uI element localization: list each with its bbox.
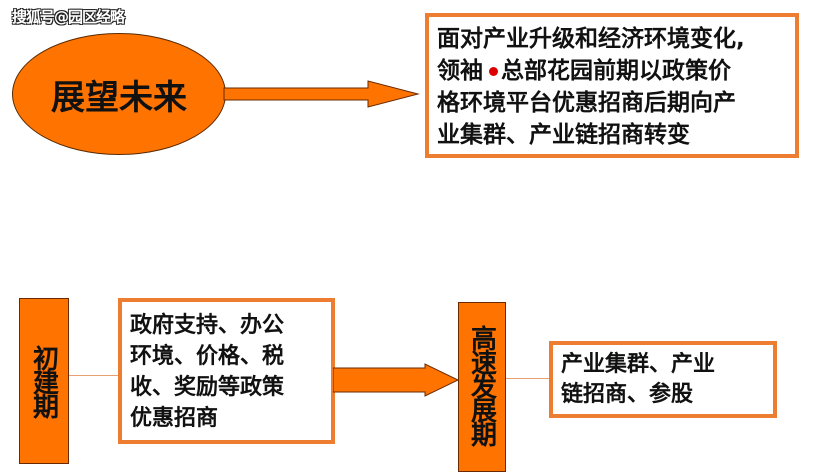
text-line: 收、奖励等政策 bbox=[130, 375, 285, 400]
text-line: 政府支持、办公 bbox=[130, 313, 285, 338]
stage-initial-label: 初建期 bbox=[28, 345, 59, 417]
future-outlook-ellipse: 展望未来 bbox=[12, 33, 226, 155]
stage-initial-bar: 初建期 bbox=[19, 298, 69, 464]
stage-initial-box: 政府支持、办公 环境、价格、税 收、奖励等政策 优惠招商 bbox=[118, 298, 335, 444]
text-line: 优惠招商 bbox=[130, 406, 219, 431]
connector-line bbox=[69, 375, 118, 376]
text-segment: 领袖 bbox=[437, 58, 483, 84]
watermark: 搜狐号@园区经略 bbox=[12, 8, 125, 26]
text-line: 环境、价格、税 bbox=[130, 344, 285, 369]
red-dot-icon bbox=[489, 67, 498, 76]
stage-growth-bar: 高速发展期 bbox=[458, 302, 506, 472]
text-segment: 总部花园前期以政策价 bbox=[501, 58, 731, 84]
stage-growth-label: 高速发展期 bbox=[466, 325, 497, 445]
text-line: 格环境平台优惠招商后期向产 bbox=[437, 90, 736, 116]
text-line: 领袖总部花园前期以政策价 bbox=[437, 55, 787, 87]
text-line: 产业集群、产业 bbox=[561, 352, 716, 377]
text-line: 面对产业升级和经济环境变化, bbox=[437, 26, 745, 52]
arrow-right-top bbox=[223, 80, 420, 108]
future-description-box: 面对产业升级和经济环境变化, 领袖总部花园前期以政策价 格环境平台优惠招商后期向… bbox=[425, 13, 799, 158]
stage-growth-box: 产业集群、产业 链招商、参股 bbox=[549, 341, 777, 418]
ellipse-label: 展望未来 bbox=[51, 77, 187, 118]
arrow-right-bottom bbox=[333, 363, 460, 397]
text-line: 链招商、参股 bbox=[561, 382, 694, 407]
connector-line bbox=[506, 378, 549, 379]
text-line: 业集群、产业链招商转变 bbox=[437, 122, 690, 148]
